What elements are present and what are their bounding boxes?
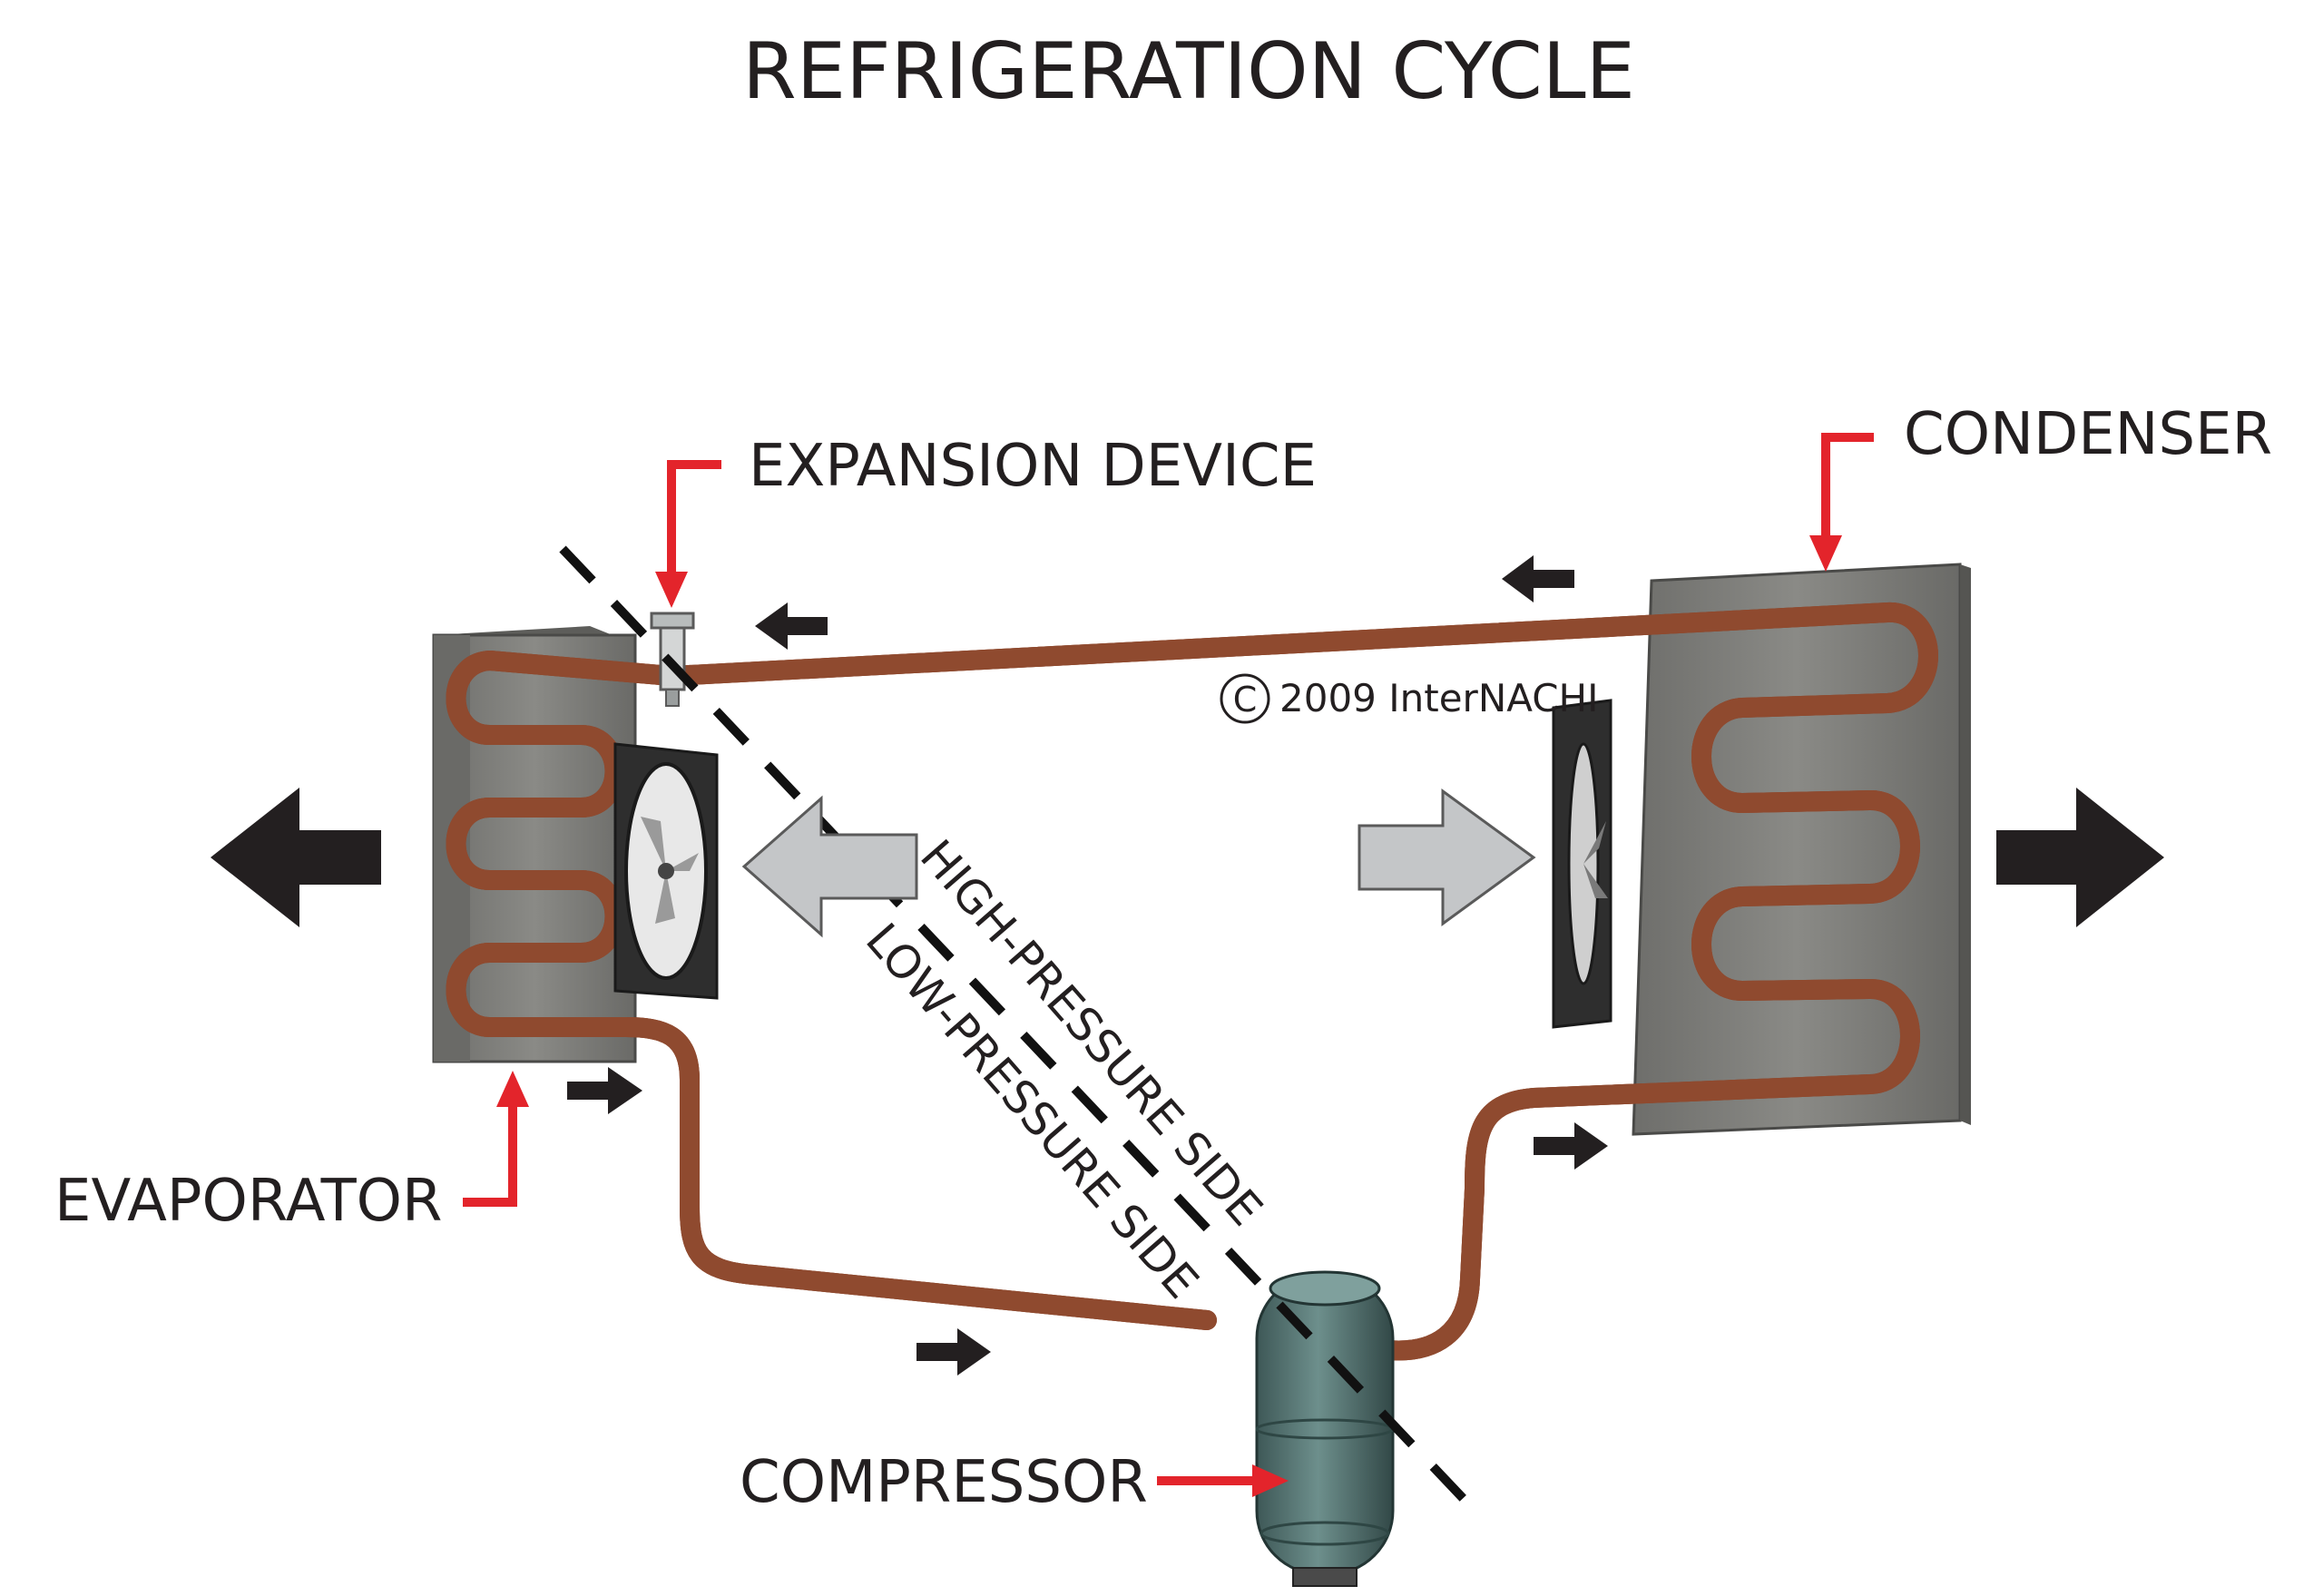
flow-arrow-icon	[916, 1328, 991, 1376]
condenser-callout-icon	[1821, 433, 1874, 544]
flow-arrow-icon	[755, 602, 828, 650]
cool-air-in-icon	[741, 795, 918, 938]
air-in-condenser-icon	[1358, 788, 1536, 926]
air-flow-arrows	[211, 788, 2164, 938]
warm-air-out-right-icon	[1996, 788, 2164, 927]
flow-arrow-icon	[1502, 555, 1574, 602]
condenser-callout-head-icon	[1809, 535, 1842, 572]
warm-air-out-left-icon	[211, 788, 381, 927]
callout-arrows	[463, 433, 1874, 1485]
copyright-icon	[1220, 673, 1270, 724]
copyright-text: 2009 InterNACHI	[1279, 676, 1599, 720]
svg-text:C: C	[1233, 680, 1258, 720]
compressor-label: COMPRESSOR	[740, 1449, 1148, 1516]
refrigerant-piping	[456, 612, 1929, 1351]
flow-arrow-icon	[567, 1067, 642, 1114]
flow-arrow-icon	[1534, 1122, 1608, 1170]
evaporator-label: EVAPORATOR	[54, 1168, 443, 1235]
diagram-title: REFRIGERATION CYCLE	[742, 26, 1635, 117]
condenser-fan	[1552, 699, 1612, 1029]
compressor-callout-head-icon	[1252, 1464, 1289, 1497]
expansion-device-callout-icon	[667, 460, 721, 581]
refrigerant-flow-arrows	[567, 555, 1608, 1376]
evaporator-fan	[613, 742, 719, 1000]
expansion-device-callout-head-icon	[655, 572, 688, 608]
evaporator-callout-head-icon	[496, 1071, 529, 1107]
evaporator-callout-icon	[463, 1098, 517, 1207]
copyright-notice: C 2009 InterNACHI	[1220, 673, 1599, 724]
compressor-unit	[1255, 1270, 1395, 1587]
expansion-device-label: EXPANSION DEVICE	[749, 433, 1317, 500]
condenser-label: CONDENSER	[1904, 401, 2272, 468]
